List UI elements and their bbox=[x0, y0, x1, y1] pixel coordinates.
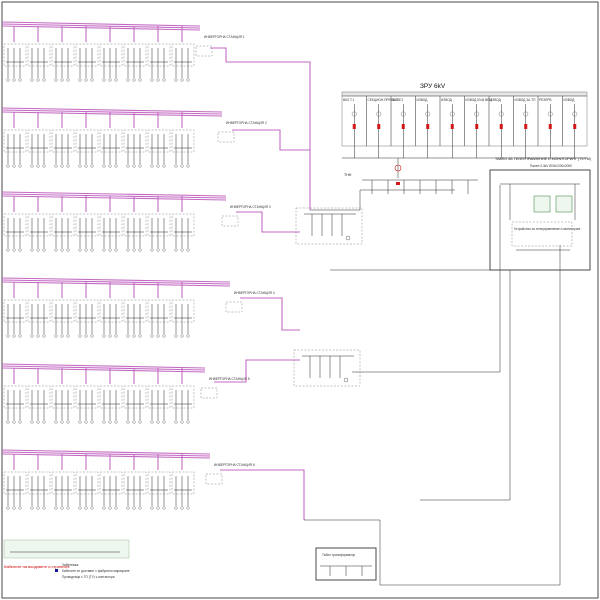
group-bus-tag: ИНВЕРТОРНА СТАНЦИЯ 2 bbox=[226, 121, 267, 125]
string-group: ИНВЕРТОРНА СТАНЦИЯ 1 bbox=[1, 21, 245, 82]
group-bus-tag: ИНВЕРТОРНА СТАНЦИЯ 5 bbox=[209, 377, 250, 381]
switchgear-cell: ИЗВОД bbox=[488, 95, 514, 158]
group-bus-tag: ИНВЕРТОРНА СТАНЦИЯ 4 bbox=[234, 291, 275, 295]
legend-line-2: Проводници с ТО (ТУ) с контактори bbox=[62, 575, 115, 579]
switchgear-cell: СЕКЦИОН.ПРЕКЪСВ. bbox=[366, 95, 401, 158]
group-bus-tag: ИНВЕРТОРНА СТАНЦИЯ 6 bbox=[214, 463, 255, 467]
cell-name: ИЗВОД bbox=[490, 98, 502, 102]
cell-name: ИЗВОД bbox=[564, 98, 576, 102]
switchgear-6kv: ЗРУ 6kV ВКЛ.Т.1 СЕКЦИОН.ПРЕКЪСВ.ВКЛ.Т.2 ИЗ… bbox=[341, 83, 588, 194]
switchgear-cell: ИЗВОД bbox=[439, 95, 465, 158]
legend-title: Забележка: bbox=[62, 563, 79, 567]
trunk-wiring bbox=[210, 47, 561, 586]
panel-title: ТАБЛО ЗА ТЕЛЕУПРАВЛЕНИЕ И МОНИТОРИНГ (ТУ… bbox=[495, 157, 591, 161]
string-group: ИНВЕРТОРНА СТАНЦИЯ 2 bbox=[1, 107, 267, 168]
rtu-caption: Устройство за телеуправление и мониторин… bbox=[514, 227, 581, 231]
cell-name: ИЗВОД bbox=[441, 98, 453, 102]
switchgear-cell: ИЗВОД bbox=[562, 95, 588, 158]
string-group: ИНВЕРТОРНА СТАНЦИЯ 4 bbox=[1, 277, 275, 338]
switchgear-cell: ВКЛ.Т.1 bbox=[341, 95, 367, 158]
string-group: ИНВЕРТОРНА СТАНЦИЯ 5 bbox=[1, 363, 250, 424]
legend: Забележка: Кабелите се доставят с фабрич… bbox=[3, 539, 130, 579]
panel-subtitle: Панел 0,4kV 800х1200х2000 bbox=[530, 164, 572, 168]
switchgear-cell: ВКЛ.Т.2 bbox=[390, 95, 416, 158]
transformer-box-title: Табло трансформатор bbox=[322, 553, 355, 557]
telecontrol-panel: ТАБЛО ЗА ТЕЛЕУПРАВЛЕНИЕ И МОНИТОРИНГ (ТУ… bbox=[489, 157, 591, 271]
transformer-box: Табло трансформатор bbox=[315, 547, 377, 581]
string-group: ИНВЕРТОРНА СТАНЦИЯ 6 bbox=[1, 449, 255, 510]
red-note: Кабелите на входовете и стрингите bbox=[4, 564, 71, 569]
modem-module bbox=[555, 195, 573, 213]
cell-name: ИЗВОД bbox=[417, 98, 429, 102]
cell-name: ВКЛ.Т.1 bbox=[343, 98, 354, 102]
junction-box-lower bbox=[293, 349, 361, 387]
cell-name: ИЗВОД ЗА ТП bbox=[515, 98, 537, 102]
group-bus-tag: ИНВЕРТОРНА СТАНЦИЯ 1 bbox=[204, 35, 245, 39]
switchgear-cell: ИЗВОД ЗА ТП bbox=[513, 95, 539, 158]
switchgear-title: ЗРУ 6kV bbox=[420, 83, 446, 90]
junction-box-upper bbox=[295, 207, 363, 245]
switchgear-cell: ИЗВОД bbox=[415, 95, 441, 158]
switchgear-cell: ИЗВОД КЪМ ВЕЦ bbox=[464, 95, 493, 158]
legend-line-1: Кабелите се доставят с фабрично маркиран… bbox=[62, 569, 130, 573]
switchgear-cell: РЕЗЕРВ bbox=[537, 95, 563, 158]
cell-name: СЕКЦИОН.ПРЕКЪСВ. bbox=[368, 98, 401, 102]
string-group: ИНВЕРТОРНА СТАНЦИЯ 3 bbox=[1, 191, 271, 252]
cell-name: РЕЗЕРВ bbox=[539, 98, 552, 102]
rtu-module bbox=[533, 195, 551, 213]
cell-name: ВКЛ.Т.2 bbox=[392, 98, 403, 102]
group-bus-tag: ИНВЕРТОРНА СТАНЦИЯ 3 bbox=[230, 205, 271, 209]
cell-name: ИЗВОД КЪМ ВЕЦ bbox=[466, 98, 493, 102]
tn-label: ТНН bbox=[344, 173, 352, 177]
string-groups: ИНВЕРТОРНА СТАНЦИЯ 1 ИНВЕРТОРНА СТАНЦИЯ 2… bbox=[1, 21, 275, 510]
